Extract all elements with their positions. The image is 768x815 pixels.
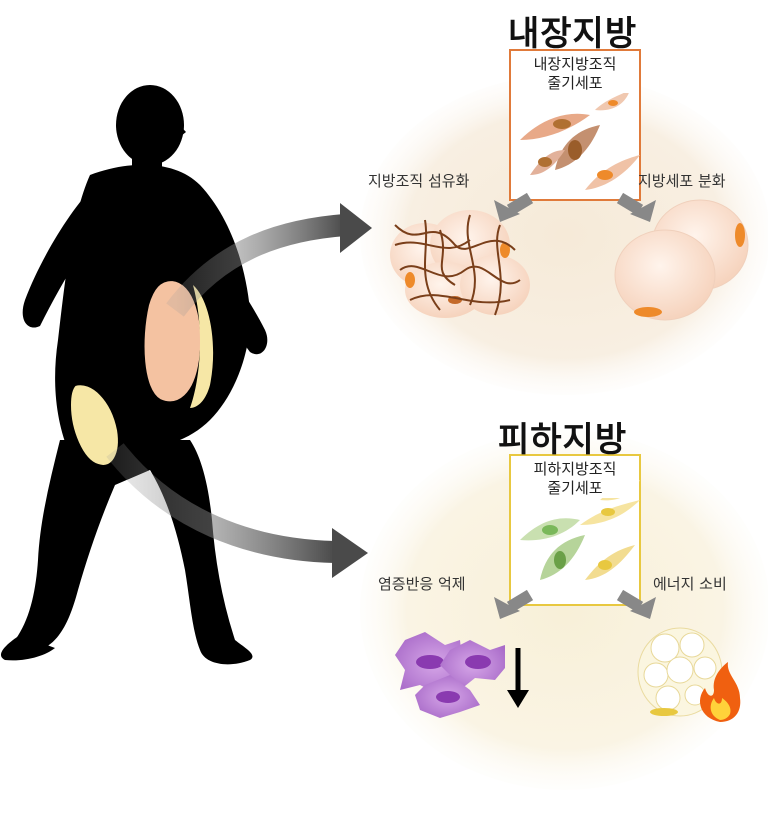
subcutaneous-stem-cell-label-box: 피하지방조직 줄기세포: [511, 456, 639, 498]
subcutaneous-stem-cell-label-line2: 줄기세포: [511, 479, 639, 498]
subcutaneous-right-outcome-label: 에너지 소비: [653, 573, 727, 594]
visceral-stem-cell-label-line1: 내장지방조직: [511, 55, 639, 74]
visceral-right-outcome-label: 지방세포 분화: [638, 170, 726, 191]
visceral-left-outcome-label: 지방조직 섬유화: [368, 170, 469, 191]
subcutaneous-stem-cell-label-line1: 피하지방조직: [511, 460, 639, 479]
subcutaneous-left-outcome-label: 염증반응 억제: [378, 573, 466, 594]
visceral-fat-title: 내장지방: [508, 6, 637, 55]
visceral-stem-cell-label-box: 내장지방조직 줄기세포: [511, 51, 639, 93]
visceral-stem-cell-label-line2: 줄기세포: [511, 74, 639, 93]
subcutaneous-fat-title: 피하지방: [498, 412, 627, 461]
human-silhouette: [1, 85, 267, 664]
